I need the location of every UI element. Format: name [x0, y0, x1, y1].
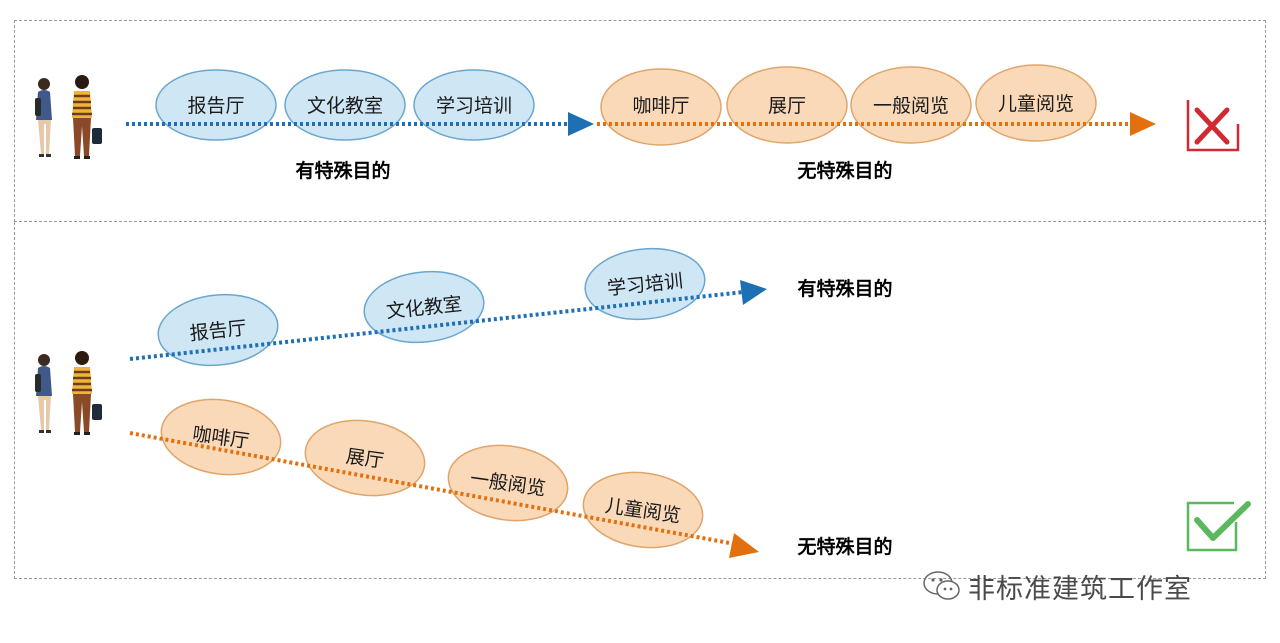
visitors-icon — [33, 73, 104, 161]
bottom-node-training — [584, 247, 706, 321]
wechat-icon — [923, 571, 960, 600]
panel-wrong-layout — [14, 20, 1266, 222]
bottom-purpose-arrow-line — [129, 290, 745, 361]
top-node-label: 咖啡厅 — [632, 95, 689, 117]
top-node-label: 儿童阅览 — [998, 93, 1074, 115]
bottom-node-lecture-hall — [157, 293, 279, 367]
top-node-label: 一般阅览 — [873, 95, 949, 117]
top-node-label: 展厅 — [768, 95, 806, 117]
bottom-node-general-reading — [447, 444, 569, 522]
visitors-icon — [33, 349, 104, 437]
watermark-text: 非标准建筑工作室 — [968, 573, 1192, 605]
top-purpose-caption: 有特殊目的 — [295, 159, 390, 182]
bottom-casual-arrowhead — [729, 533, 759, 558]
bottom-node-exhibition — [304, 419, 426, 497]
bottom-node-label: 展厅 — [345, 445, 386, 472]
top-purpose-arrowhead — [568, 112, 594, 136]
top-node-exhibition — [726, 66, 848, 144]
top-node-label: 报告厅 — [187, 95, 244, 117]
bottom-purpose-arrowhead — [740, 280, 767, 305]
top-casual-caption: 无特殊目的 — [797, 159, 892, 182]
panel-correct-layout — [14, 222, 1266, 579]
top-node-cafe — [600, 68, 722, 146]
red-cross-icon — [1186, 100, 1240, 152]
green-check-icon — [1186, 501, 1251, 552]
top-casual-arrowhead — [1130, 112, 1156, 136]
bottom-casual-arrow-line — [129, 431, 736, 546]
top-node-label: 文化教室 — [307, 95, 383, 117]
bottom-casual-nodes — [160, 398, 704, 549]
watermark: 非标准建筑工作室 — [922, 566, 1192, 606]
bottom-purpose-caption: 有特殊目的 — [797, 277, 892, 300]
bottom-node-children-reading — [582, 471, 704, 549]
bottom-casual-caption: 无特殊目的 — [797, 535, 892, 558]
top-node-label: 学习培训 — [436, 95, 512, 117]
